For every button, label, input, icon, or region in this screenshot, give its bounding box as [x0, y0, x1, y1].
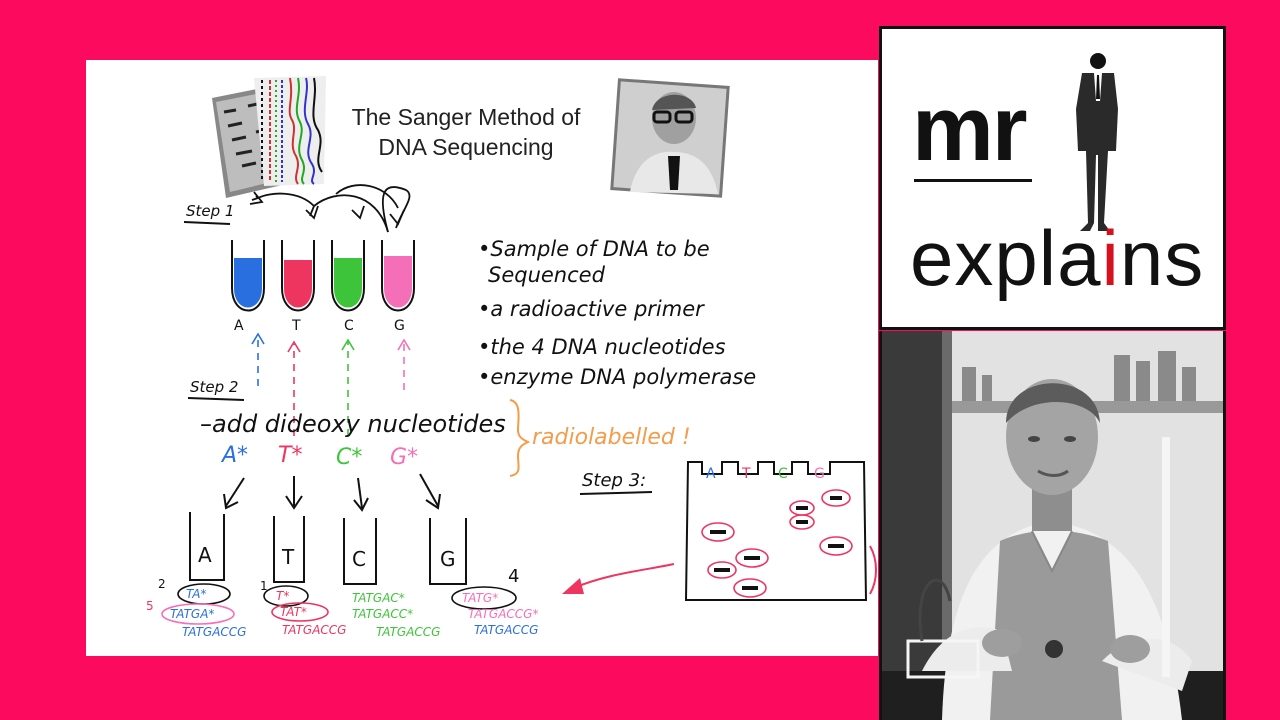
slide-title: The Sanger Method of DNA Sequencing [326, 102, 606, 162]
note-line-1: •Sample of DNA to be [478, 237, 710, 261]
dideoxy-t: T* [278, 443, 302, 468]
bottom-tubes [189, 512, 467, 585]
step1-label: Step 1 [186, 202, 234, 220]
gel-label-g: G [814, 466, 825, 482]
orange-brace [509, 399, 531, 477]
seq-pink-1: T* [276, 589, 289, 603]
seq-green-3: TATGACCG [376, 625, 440, 639]
bottom-tube-a: A [198, 543, 212, 567]
scientist-portrait-small [610, 78, 730, 198]
dashed-up-arrowheads [251, 332, 411, 353]
down-arrows [223, 473, 441, 512]
gel-label-c: C [778, 466, 788, 482]
dideoxy-g: G* [390, 445, 418, 470]
seq-green-1: TATGAC* [352, 591, 405, 605]
whiteboard-drawing: Step 1 A T [146, 76, 877, 639]
dideoxy-c: C* [336, 445, 362, 470]
dashed-up-arrows [257, 336, 405, 436]
logo-underline [914, 179, 1032, 182]
seq-blue-2: TATGA* [170, 607, 214, 621]
sequences: TA* TATGA* TATGACCG T* TAT* TATGACCG TAT… [170, 587, 538, 639]
step2-instruction: –add dideoxy nucleotides [200, 410, 506, 438]
seq-green-2: TATGACC* [352, 607, 413, 621]
channel-logo: mr explains [879, 26, 1226, 330]
seq-magenta-2: TATGACCG* [468, 607, 538, 621]
bottom-tube-g: G [440, 547, 456, 571]
length-number-3: 4 [508, 566, 519, 587]
seq-blue-3: TATGACCG [182, 625, 246, 639]
step1-notes: •Sample of DNA to be Sequenced •a radioa… [478, 237, 756, 389]
bottom-tube-c: C [352, 547, 366, 571]
logo-explains-part-1: expla [910, 214, 1102, 302]
suited-man-figure [1076, 53, 1118, 231]
dideoxy-a: A* [220, 443, 248, 468]
gel-image-thumbnail [212, 76, 326, 198]
seq-magenta-3: TATGACCG [474, 623, 538, 637]
length-number-1: 2 [158, 577, 166, 591]
note-line-2: Sequenced [488, 263, 606, 287]
logo-mr-text: mr [912, 78, 1028, 180]
radiolabelled-note: radiolabelled ! [532, 425, 691, 450]
length-number-4: 5 [146, 599, 154, 613]
seq-magenta-1: TATG* [462, 591, 498, 605]
whiteboard: Step 1 A T [86, 60, 878, 656]
note-line-5: •enzyme DNA polymerase [478, 365, 756, 389]
tube-label-g: G [394, 318, 405, 334]
lab-photo-illustration [882, 331, 1223, 720]
gel-label-t: T [741, 466, 751, 482]
red-arrow [562, 563, 675, 594]
note-line-3: •a radioactive primer [478, 297, 705, 321]
logo-explains-text: explains [910, 213, 1204, 303]
logo-explains-part-2: ns [1119, 214, 1205, 302]
tube-label-a: A [234, 318, 244, 334]
tube-label-t: T [291, 318, 301, 334]
scientist-photo [879, 331, 1226, 720]
title-line-1: The Sanger Method of [351, 104, 581, 130]
seq-pink-3: TATGACCG [282, 623, 346, 637]
tube-label-c: C [344, 318, 354, 334]
note-line-4: •the 4 DNA nucleotides [478, 335, 726, 359]
step2-label: Step 2 [190, 378, 238, 396]
gel-label-a: A [706, 466, 716, 482]
seq-blue-1: TA* [186, 587, 206, 601]
step3-label: Step 3: [582, 470, 646, 491]
logo-explains-red-i: i [1101, 214, 1120, 302]
bottom-tube-t: T [281, 545, 295, 569]
step1-tubes [231, 240, 415, 312]
step1-arrows [249, 184, 411, 233]
title-line-2: DNA Sequencing [378, 134, 554, 160]
seq-pink-2: TAT* [280, 605, 307, 619]
gel-diagram: A T C G [684, 461, 868, 601]
length-number-2: 1 [260, 579, 268, 593]
